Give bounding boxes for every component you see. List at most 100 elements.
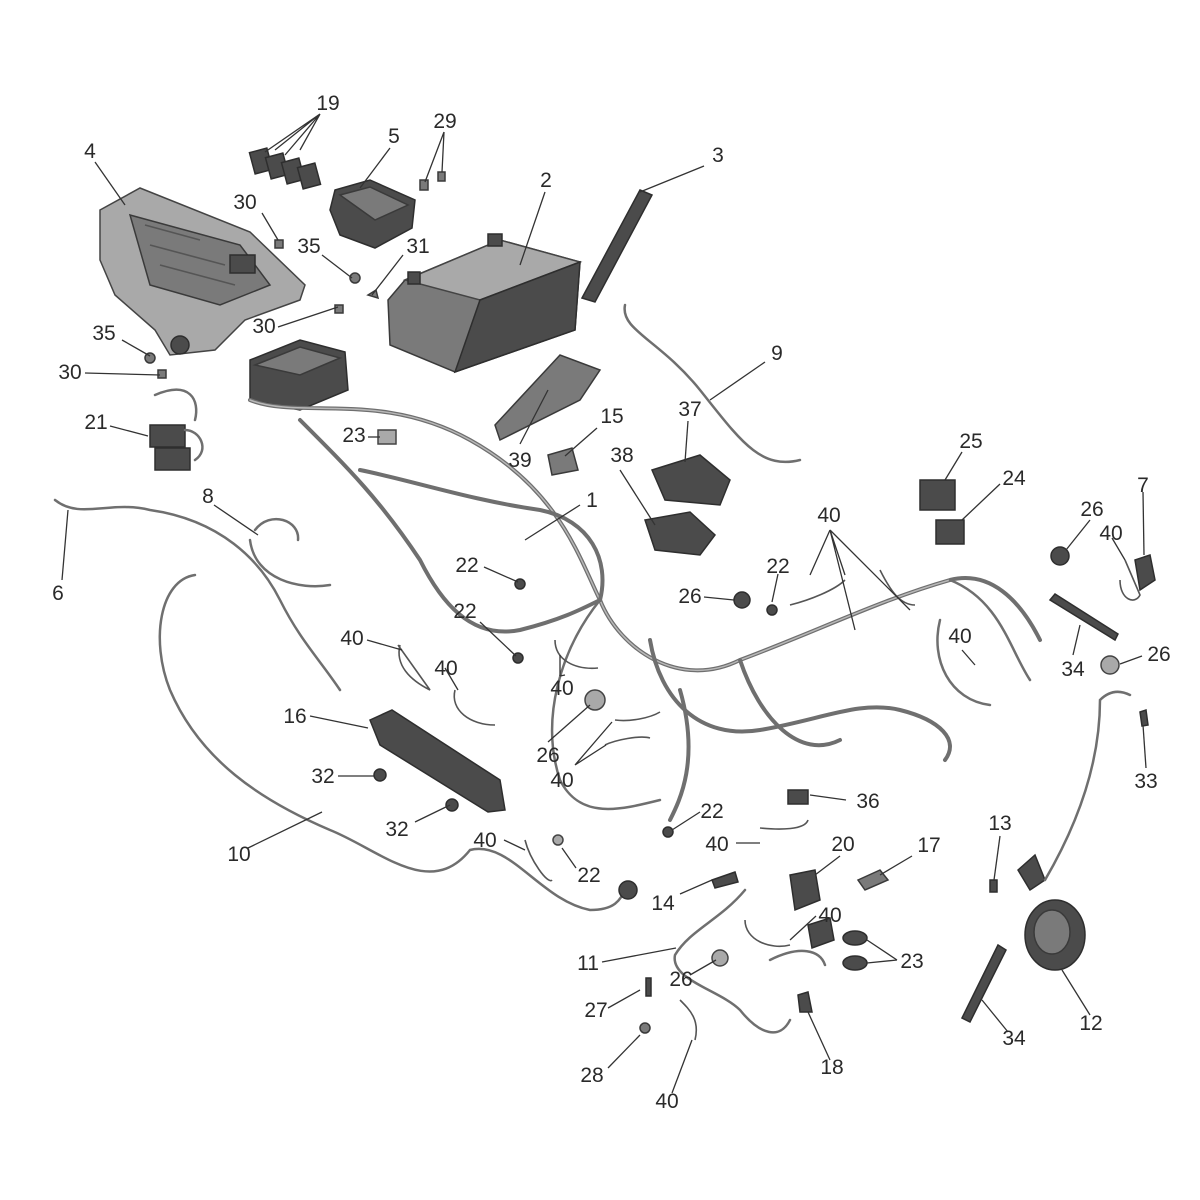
callout-label: 26 — [536, 744, 559, 767]
bracket — [494, 354, 602, 442]
nut — [639, 1022, 651, 1034]
callout-label: 4 — [84, 140, 96, 163]
nut — [349, 272, 361, 284]
fuse-holder — [154, 447, 191, 471]
callout-label: 35 — [297, 235, 320, 258]
callout-label: 24 — [1002, 467, 1026, 490]
screw — [445, 798, 459, 812]
nut — [144, 352, 156, 364]
callout-label: 34 — [1002, 1027, 1026, 1050]
battery-strap — [580, 189, 654, 303]
callout-labels: 19 29 4 5 3 2 30 35 31 30 35 30 9 21 37 … — [52, 92, 1171, 1113]
callout-label: 40 — [705, 833, 728, 856]
callout-label: 16 — [283, 705, 306, 728]
fuse-box-lid — [252, 346, 343, 376]
callout-label: 37 — [678, 398, 701, 421]
grommet — [1050, 546, 1070, 566]
callout-label: 40 — [434, 657, 457, 680]
clip — [514, 578, 526, 590]
callout-label: 29 — [433, 110, 456, 133]
callout-label: 32 — [311, 765, 334, 788]
callout-label: 36 — [856, 790, 879, 813]
callout-label: 31 — [406, 235, 429, 258]
clip — [766, 604, 778, 616]
callout-label: 40 — [817, 504, 840, 527]
callout-label: 12 — [1079, 1012, 1102, 1035]
callout-label: 11 — [577, 952, 599, 975]
callout-label: 6 — [52, 582, 64, 605]
callout-label: 3 — [712, 144, 724, 167]
callout-label: 23 — [342, 424, 365, 447]
callout-label: 5 — [388, 125, 400, 148]
clip — [334, 304, 344, 314]
callout-label: 13 — [988, 812, 1011, 835]
clip — [157, 369, 167, 379]
callout-label: 8 — [202, 485, 214, 508]
module — [644, 511, 717, 556]
grommet — [711, 949, 729, 967]
strap — [1048, 593, 1119, 642]
callout-label: 26 — [1080, 498, 1103, 521]
callout-label: 40 — [340, 627, 363, 650]
callout-label: 30 — [233, 191, 256, 214]
callout-label: 23 — [900, 950, 923, 973]
clip — [662, 826, 674, 838]
rubber-ring — [842, 955, 868, 971]
callout-label: 10 — [227, 843, 250, 866]
callout-label: 32 — [385, 818, 408, 841]
callout-label: 26 — [1147, 643, 1170, 666]
horn — [1017, 853, 1086, 971]
clip — [274, 239, 284, 249]
harness-wires — [53, 303, 1141, 1041]
bolt — [989, 879, 998, 893]
relay-module — [329, 179, 416, 249]
callout-label: 40 — [550, 677, 573, 700]
battery — [387, 233, 583, 374]
callout-label: 26 — [678, 585, 701, 608]
callout-label: 2 — [540, 169, 552, 192]
callout-label: 20 — [831, 833, 854, 856]
controller — [650, 454, 731, 506]
callout-label: 7 — [1137, 474, 1149, 497]
bolt — [419, 179, 429, 191]
callout-label: 38 — [610, 444, 633, 467]
callout-label: 1 — [586, 489, 598, 512]
grommet — [733, 591, 751, 609]
callout-label: 19 — [316, 92, 339, 115]
callout-label: 22 — [766, 555, 789, 578]
callout-label: 22 — [455, 554, 478, 577]
callout-label: 22 — [453, 600, 476, 623]
callout-label: 40 — [473, 829, 496, 852]
callout-label: 15 — [600, 405, 623, 428]
callout-label: 40 — [1099, 522, 1122, 545]
callout-label: 30 — [252, 315, 275, 338]
callout-label: 17 — [917, 834, 940, 857]
rubber-ring — [842, 930, 868, 946]
clip — [711, 871, 739, 889]
callout-label: 22 — [577, 864, 600, 887]
leader-lines — [61, 113, 1147, 1094]
parts-drawing — [53, 147, 1156, 1041]
pin — [645, 977, 652, 997]
callout-label: 27 — [584, 999, 607, 1022]
clip — [552, 834, 564, 846]
connector — [787, 789, 809, 805]
clip — [1139, 709, 1149, 727]
callout-label: 25 — [959, 430, 982, 453]
callout-label: 33 — [1134, 770, 1157, 793]
callout-label: 30 — [58, 361, 81, 384]
callout-label: 21 — [84, 411, 107, 434]
callout-label: 9 — [771, 342, 783, 365]
callout-label: 26 — [669, 968, 692, 991]
callout-label: 18 — [820, 1056, 843, 1079]
clip — [377, 429, 397, 445]
relay — [919, 479, 956, 511]
fuse-holder — [149, 424, 186, 448]
connector — [807, 917, 835, 950]
callout-label: 14 — [651, 892, 675, 915]
callout-label: 40 — [818, 904, 841, 927]
grommet — [1100, 655, 1120, 675]
callout-label: 22 — [700, 800, 723, 823]
fuse-set — [248, 147, 322, 190]
sensor — [547, 447, 579, 476]
